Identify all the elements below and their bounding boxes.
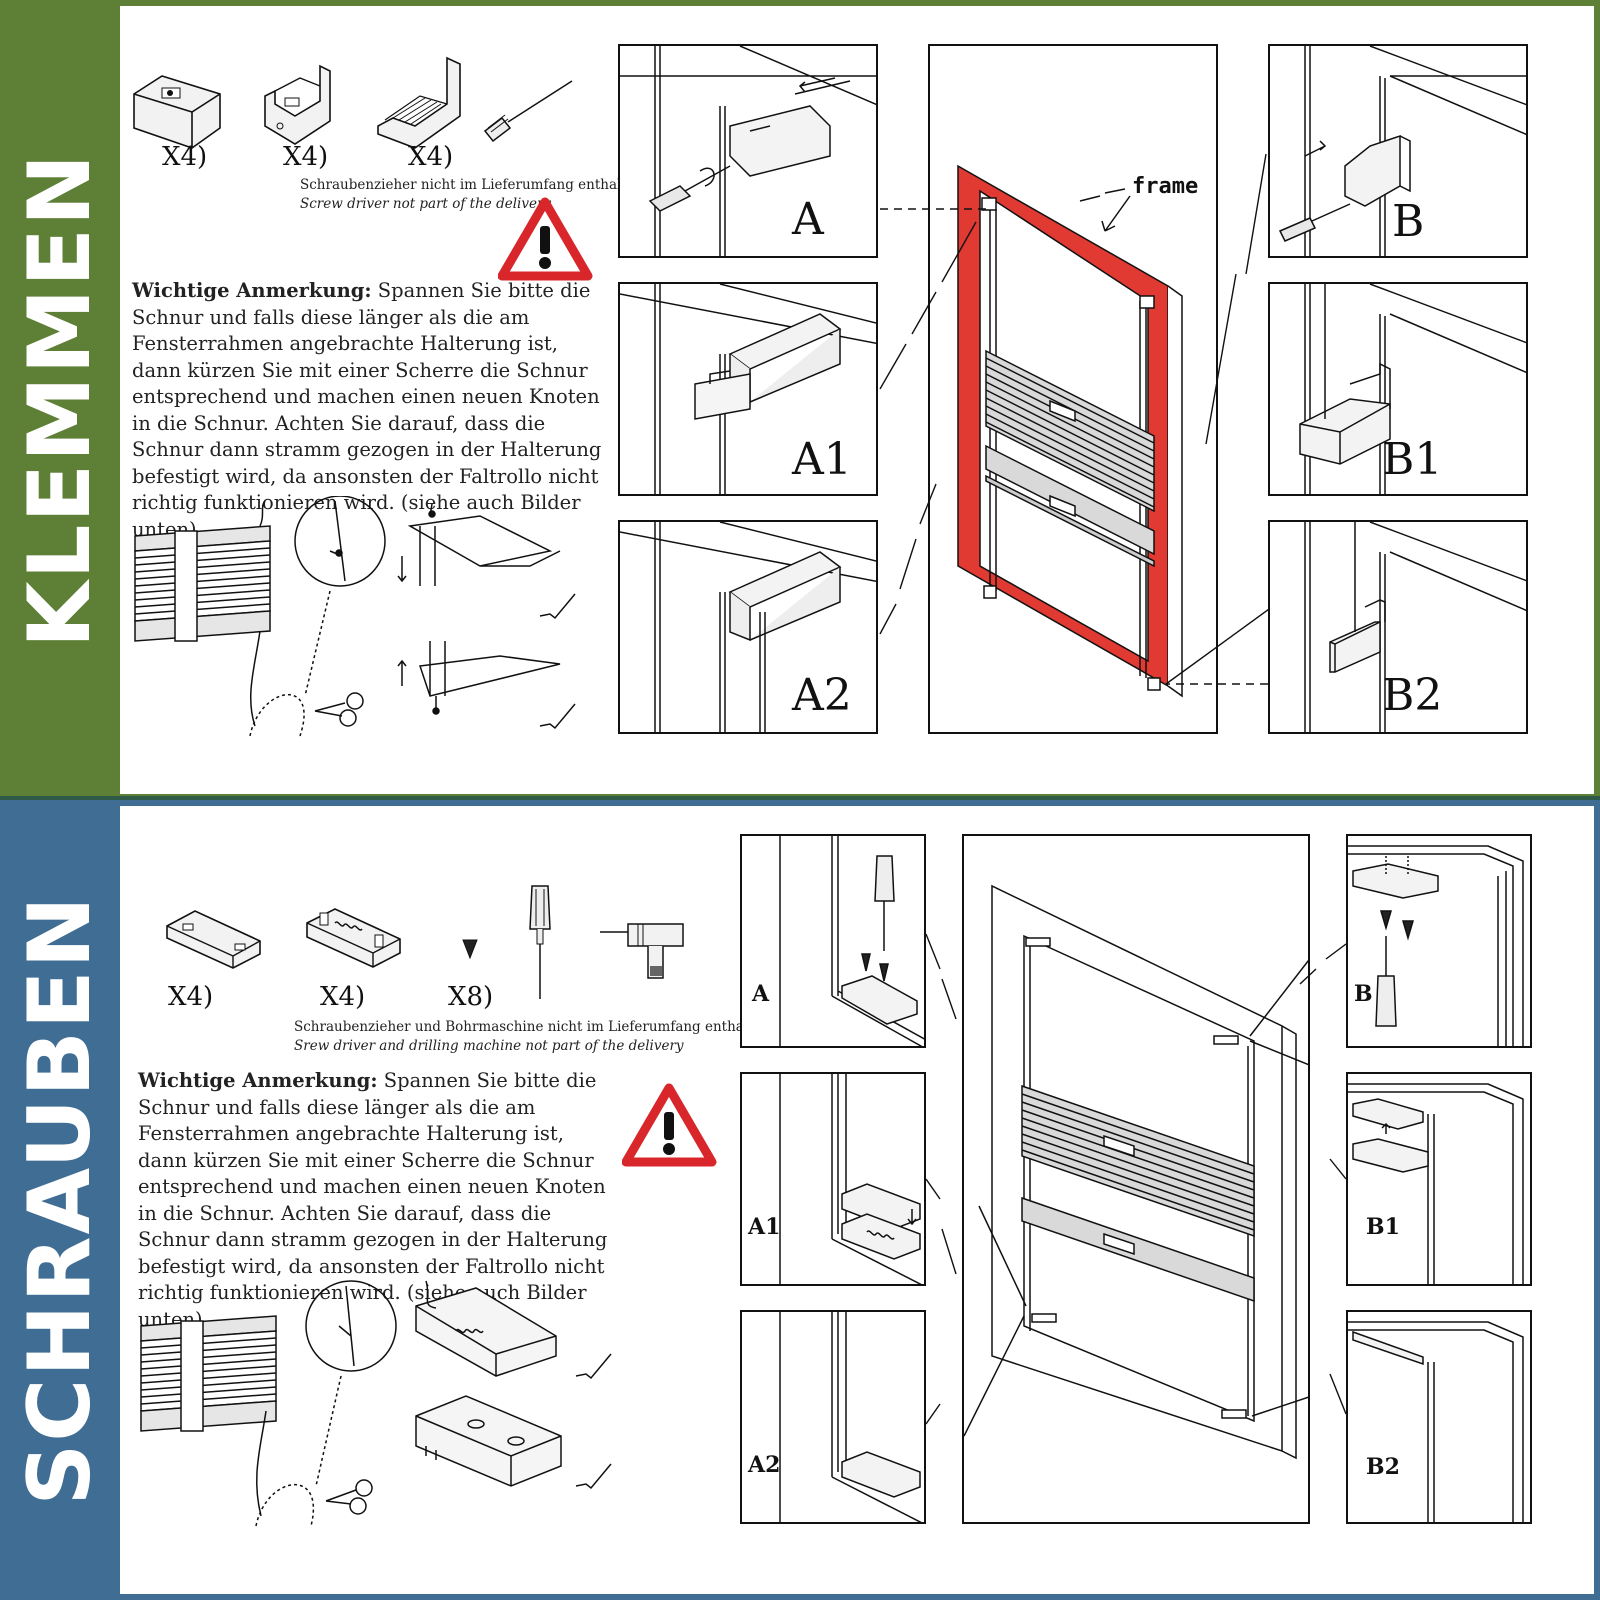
panel-b2: B2: [1268, 520, 1528, 734]
bottom-panel-b2: B2: [1346, 1310, 1532, 1524]
top-tool-note: Schraubenzieher nicht im Lieferumfang en…: [300, 176, 643, 214]
rail-part-icon: [377, 56, 461, 149]
screw-icon: [462, 939, 478, 960]
klemmen-section: KLEMMEN X4) X4) X4) Sch: [0, 0, 1600, 800]
bottom-part1-qty: X4): [168, 982, 214, 1012]
drill-icon: [600, 923, 684, 979]
screwdriver-icon: [483, 80, 573, 143]
schrauben-band-label: SCHRAUBEN: [10, 894, 110, 1506]
klemmen-band: KLEMMEN: [0, 0, 120, 800]
bottom-panel-a1: A1: [740, 1072, 926, 1286]
spring-bracket-icon: [306, 908, 401, 968]
bottom-panel-a: A: [740, 834, 926, 1048]
panel-a1: A1: [618, 282, 878, 496]
bottom-important-title: Wichtige Anmerkung:: [138, 1069, 378, 1092]
bottom-part3-qty: X8): [448, 982, 494, 1012]
connector-lines: [879, 153, 1276, 685]
schrauben-content: X4) X4) X8) Schraubenzieher und: [120, 806, 1594, 1594]
frame-label: frame: [1132, 174, 1199, 199]
panel-b2-label: B2: [1382, 670, 1443, 721]
panel-a: A: [618, 44, 878, 258]
bracket-part-icon: [166, 910, 261, 969]
bottom-window-diagram: [962, 834, 1310, 1524]
panel-b: B: [1268, 44, 1528, 258]
bottom-screwdriver-icon: [529, 885, 551, 999]
bottom-panel-b2-label: B2: [1366, 1454, 1400, 1480]
clip-part-icon: [133, 75, 221, 149]
bottom-panel-b-label: B: [1354, 981, 1373, 1007]
top-tool-note-en: Screw driver not part of the delivery: [300, 196, 552, 212]
bottom-warning-icon: [622, 1083, 717, 1167]
bottom-tool-note-en: Srew driver and drilling machine not par…: [294, 1038, 684, 1054]
schrauben-band: SCHRAUBEN: [0, 800, 120, 1600]
top-important-text: Spannen Sie bitte die Schnur und falls d…: [132, 279, 602, 541]
bottom-tool-note-de: Schraubenzieher und Bohrmaschine nicht i…: [294, 1019, 771, 1035]
panel-a-label: A: [792, 194, 824, 245]
klemmen-content: X4) X4) X4) Schraubenzieher nicht im Lie…: [120, 6, 1594, 794]
bottom-cord-illustration: [140, 1280, 612, 1527]
bottom-panel-a2-label: A2: [748, 1452, 781, 1478]
bottom-tool-note: Schraubenzieher und Bohrmaschine nicht i…: [294, 1018, 770, 1056]
top-tool-note-de: Schraubenzieher nicht im Lieferumfang en…: [300, 177, 644, 193]
top-part2-qty: X4): [283, 142, 329, 172]
top-part1-qty: X4): [162, 142, 208, 172]
cord-shortening-illustration: [134, 496, 576, 737]
bottom-part2-qty: X4): [320, 982, 366, 1012]
bottom-connector-lines: [926, 933, 1346, 1425]
panel-a2: A2: [618, 520, 878, 734]
top-part3-qty: X4): [408, 142, 454, 172]
panel-b1: B1: [1268, 282, 1528, 496]
panel-a2-label: A2: [792, 670, 852, 721]
panel-a1-label: A1: [792, 434, 852, 485]
bottom-panel-b: B: [1346, 834, 1532, 1048]
panel-b1-label: B1: [1382, 434, 1443, 485]
bottom-panel-b1: B1: [1346, 1072, 1532, 1286]
bottom-panel-a2: A2: [740, 1310, 926, 1524]
panel-b-label: B: [1392, 196, 1425, 247]
holder-part-icon: [264, 64, 331, 145]
bottom-panel-a-label: A: [752, 981, 770, 1007]
window-frame-diagram: frame: [928, 44, 1218, 734]
bottom-panel-a1-label: A1: [748, 1214, 781, 1240]
top-important-note: Wichtige Anmerkung: Spannen Sie bitte di…: [132, 278, 612, 543]
klemmen-band-label: KLEMMEN: [10, 151, 110, 649]
warning-icon: [498, 197, 593, 281]
top-important-title: Wichtige Anmerkung:: [132, 279, 372, 302]
schrauben-section: SCHRAUBEN X4) X4) X8): [0, 800, 1600, 1600]
bottom-panel-b1-label: B1: [1366, 1214, 1400, 1240]
